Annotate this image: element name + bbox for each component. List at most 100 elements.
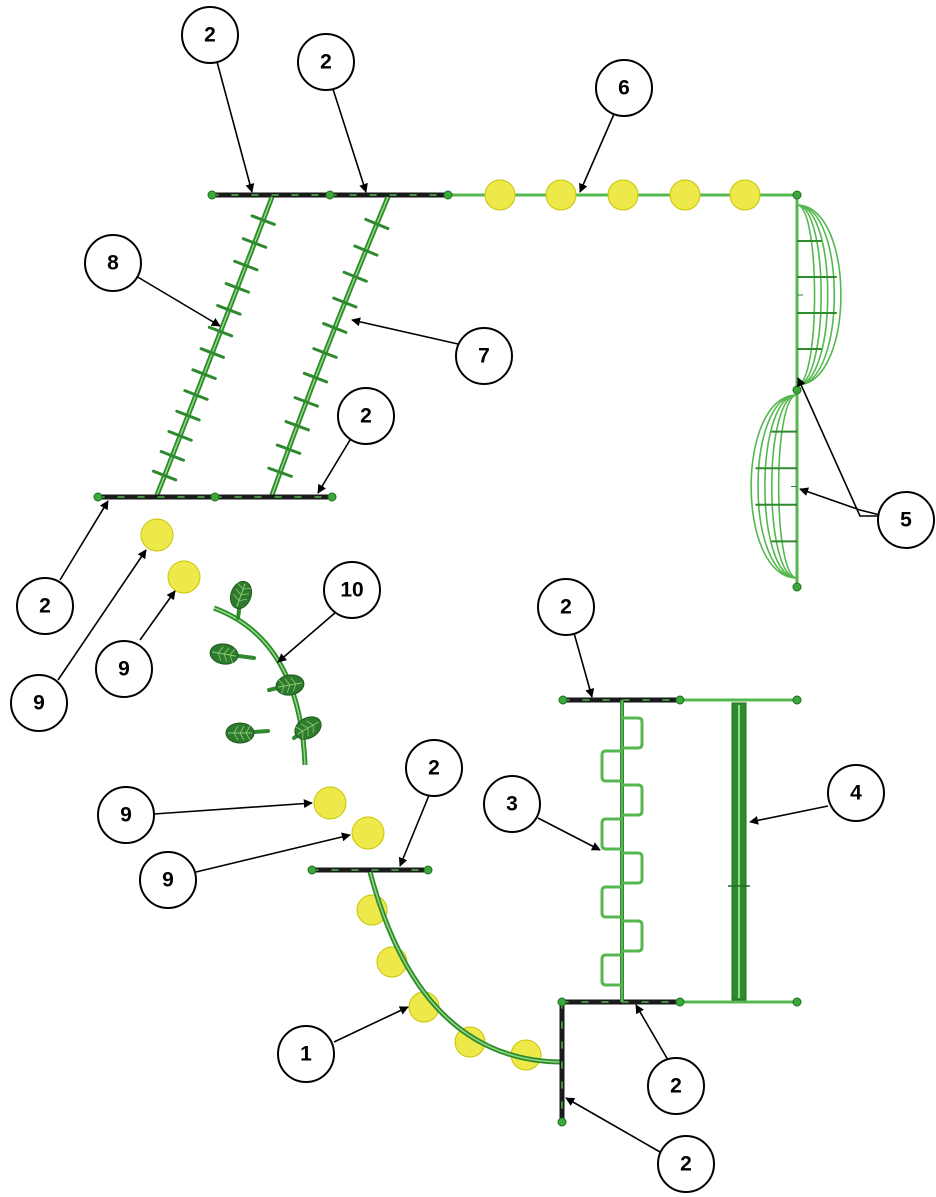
- leaf-vein: [278, 679, 285, 687]
- connection-node: [557, 997, 567, 1007]
- climber-rung: [241, 237, 268, 249]
- leaf-vein: [307, 727, 309, 737]
- horizontal-ladder: [448, 179, 797, 211]
- callout-label: 8: [107, 252, 119, 275]
- climber-rung: [312, 347, 338, 359]
- callout-4: 4: [827, 764, 885, 822]
- leaf-vein: [217, 652, 222, 661]
- climber-rung: [293, 396, 319, 408]
- leader-5-lower: [799, 487, 885, 517]
- leader-4: [749, 805, 829, 825]
- connection-node: [792, 190, 802, 200]
- callout-label: 2: [39, 595, 51, 618]
- callout-label: 2: [428, 757, 440, 780]
- leader-2h: [565, 1097, 661, 1153]
- dome-arc: [750, 394, 798, 579]
- equipment-layer: [93, 179, 842, 1127]
- callout-label: 9: [33, 692, 45, 715]
- leaf-vein: [280, 685, 285, 694]
- climber-rung: [199, 347, 225, 359]
- connection-node: [327, 492, 337, 502]
- curved-walk-with-stones: [356, 871, 561, 1071]
- ladder-loop: [600, 749, 622, 783]
- dome-climber-upper: [796, 204, 842, 386]
- connection-nodes: [93, 190, 802, 1127]
- leader-9b: [139, 590, 176, 641]
- ladder-loop: [622, 851, 644, 885]
- ladder-loop: [600, 885, 622, 919]
- connection-node: [792, 997, 802, 1007]
- callout-2c: 2: [337, 387, 395, 445]
- climber-rung: [159, 449, 186, 462]
- leader-9c: [153, 799, 313, 815]
- leader-9a: [57, 549, 147, 681]
- leader-lines: [57, 57, 885, 1153]
- leaf-vein: [245, 732, 251, 741]
- callout-3: 3: [483, 775, 541, 833]
- leader-9d: [195, 832, 351, 873]
- connection-node: [93, 492, 103, 502]
- ladder-loop: [622, 919, 644, 953]
- yellow-disc-icon: [729, 179, 761, 211]
- callout-label: 2: [320, 51, 332, 74]
- climber-rung: [342, 270, 368, 283]
- climber-rung: [191, 368, 217, 380]
- climber-rung: [167, 430, 193, 442]
- leaf-vein: [284, 678, 291, 686]
- callout-9a: 9: [10, 674, 68, 732]
- climber-rung: [364, 217, 390, 231]
- ladder-loop: [622, 783, 644, 817]
- stepping-stones-scattered: [140, 518, 385, 850]
- leaf-vein: [223, 653, 228, 662]
- callout-label: 9: [120, 804, 132, 827]
- yellow-disc-icon: [167, 560, 201, 594]
- leaf-vein: [217, 646, 224, 654]
- connection-node: [325, 190, 335, 200]
- dome-arc: [757, 394, 798, 579]
- callout-label: 10: [340, 579, 363, 602]
- dome-arc: [796, 204, 822, 386]
- leaf-vein: [286, 684, 291, 693]
- leaf-vein: [238, 598, 247, 602]
- callout-9d: 9: [139, 851, 197, 909]
- dome-arc: [796, 204, 835, 386]
- climber-rung: [175, 409, 201, 422]
- connection-node: [675, 997, 685, 1007]
- climber-rung: [322, 322, 348, 334]
- callout-2d: 2: [16, 577, 74, 635]
- climber-rung: [151, 469, 178, 482]
- callout-label: 4: [850, 782, 862, 805]
- stepping-stones-row: [484, 179, 761, 211]
- leaf-vein: [242, 587, 252, 590]
- climber-rung: [250, 214, 276, 226]
- connection-node: [210, 492, 220, 502]
- horizontal-bar-frame: [680, 698, 797, 1004]
- leader-2a: [215, 57, 255, 193]
- leader-6: [579, 113, 615, 193]
- leader-2e: [573, 632, 595, 698]
- leader-2f: [398, 787, 433, 867]
- callout-label: 2: [360, 405, 372, 428]
- leaf-vein: [237, 582, 244, 590]
- callout-label: 9: [162, 869, 174, 892]
- ladder-loop: [600, 817, 622, 851]
- callout-9c: 9: [97, 786, 155, 844]
- leaf-vein: [295, 726, 304, 732]
- dome-arc: [777, 394, 798, 579]
- callout-1: 1: [277, 1025, 335, 1083]
- leaf-vein: [239, 725, 245, 734]
- leader-10: [277, 611, 337, 663]
- callout-label: 2: [680, 1153, 692, 1176]
- curved-climber-right: [267, 196, 391, 496]
- connection-node: [792, 385, 802, 395]
- climber-rung: [233, 259, 259, 272]
- climber-rung: [216, 304, 242, 316]
- leaf-vein: [306, 720, 314, 726]
- leaf-vein: [235, 588, 242, 596]
- callout-7: 7: [455, 327, 513, 385]
- callout-2g: 2: [647, 1057, 705, 1115]
- leader-2b: [331, 85, 368, 193]
- wiggle-ladder: [600, 700, 644, 1002]
- leaf-vein: [240, 593, 250, 596]
